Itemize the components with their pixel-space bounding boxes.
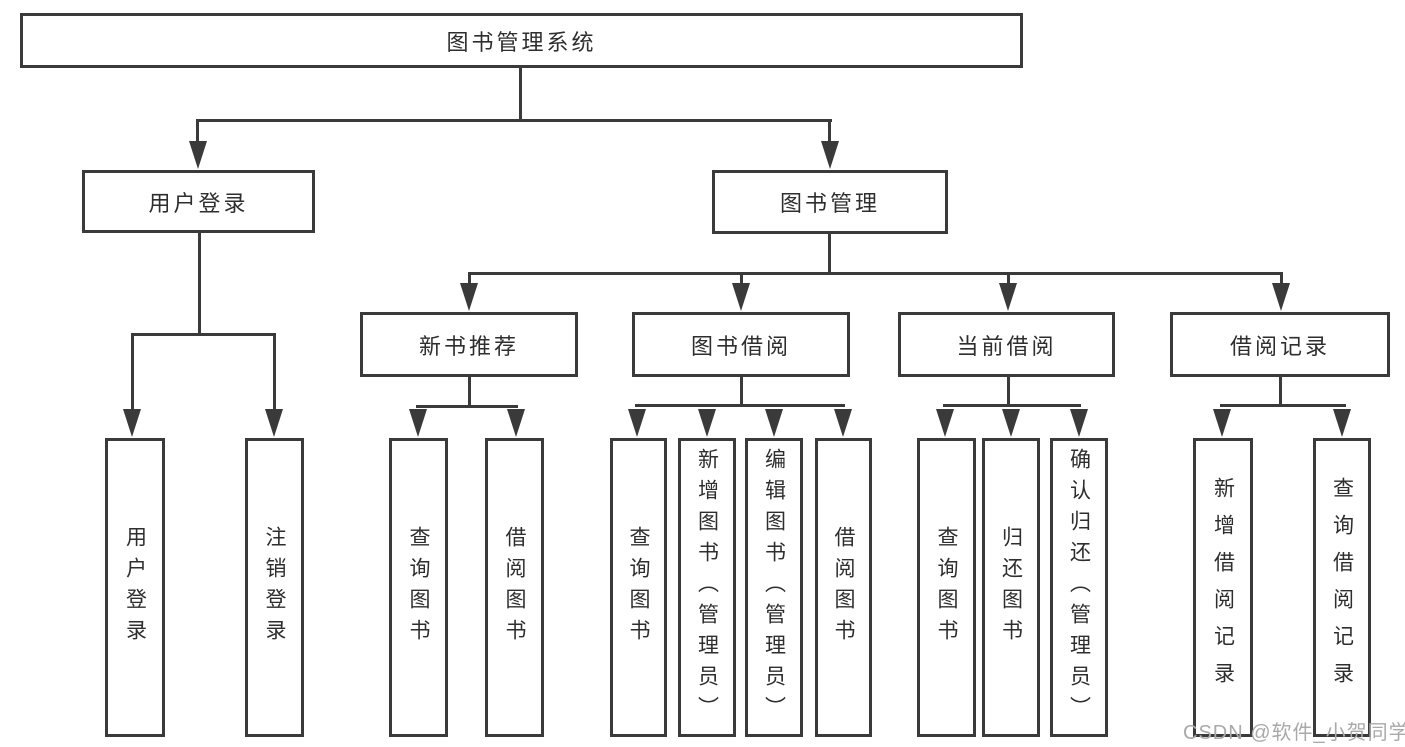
node-new-book: 新书推荐 xyxy=(360,312,578,377)
arrowhead-user-login-icon xyxy=(189,141,207,169)
arrowhead-cb-return-icon xyxy=(1002,409,1020,437)
connector-userlogin-drop-left xyxy=(131,333,134,411)
node-leaf-br-add: 新增借阅记录 xyxy=(1193,438,1253,737)
node-leaf-br-query: 查询借阅记录 xyxy=(1313,438,1371,737)
arrowhead-new-book-icon xyxy=(460,283,478,311)
arrowhead-br-query-icon xyxy=(1333,409,1351,437)
node-leaf-bb-add: 新增图书（管理员） xyxy=(678,438,736,737)
arrowhead-cb-confirm-icon xyxy=(1070,409,1088,437)
connector-newbook-bar xyxy=(416,405,518,408)
arrowhead-br-add-icon xyxy=(1213,409,1231,437)
connector-borrowrecord-stem xyxy=(1279,377,1282,407)
connector-borrowrecord-bar xyxy=(1220,404,1346,407)
arrowhead-book-borrow-icon xyxy=(732,283,750,311)
node-leaf-bb-borrow: 借阅图书 xyxy=(815,438,872,737)
node-leaf-cb-return: 归还图书 xyxy=(982,438,1040,737)
node-leaf-bb-edit: 编辑图书（管理员） xyxy=(745,438,803,737)
connector-root-bar xyxy=(196,119,832,122)
watermark: CSDN @软件_小贺同学 xyxy=(1183,722,1405,744)
connector-userlogin-bar xyxy=(131,333,276,336)
connector-currentborrow-stem xyxy=(1007,377,1010,407)
arrowhead-bb-add-icon xyxy=(698,409,716,437)
arrowhead-bb-borrow-icon xyxy=(834,409,852,437)
connector-bookborrow-stem xyxy=(740,377,743,407)
node-leaf-nb-borrow: 借阅图书 xyxy=(485,438,544,737)
connector-bookmgmt-stem xyxy=(828,234,831,275)
arrowhead-cb-query-icon xyxy=(936,409,954,437)
connector-currentborrow-bar xyxy=(943,404,1081,407)
arrowhead-borrow-record-icon xyxy=(1272,283,1290,311)
node-leaf-cb-query: 查询图书 xyxy=(917,438,976,737)
connector-userlogin-stem xyxy=(198,233,201,336)
node-borrow-record: 借阅记录 xyxy=(1170,312,1390,377)
node-leaf-bb-query: 查询图书 xyxy=(610,438,667,737)
arrowhead-book-mgmt-icon xyxy=(821,141,839,169)
connector-userlogin-drop-right xyxy=(273,333,276,411)
connector-bookmgmt-drop-1 xyxy=(468,272,471,286)
node-book-borrow: 图书借阅 xyxy=(632,312,850,377)
connector-bookmgmt-drop-4 xyxy=(1280,272,1283,286)
node-leaf-cb-confirm: 确认归还（管理员） xyxy=(1050,438,1108,737)
node-root: 图书管理系统 xyxy=(20,13,1023,68)
connector-newbook-stem xyxy=(468,377,471,408)
connector-root-stem xyxy=(519,66,522,122)
connector-root-drop-left xyxy=(196,119,199,147)
node-user-login: 用户登录 xyxy=(82,170,315,233)
arrowhead-nb-borrow-icon xyxy=(507,409,525,437)
node-current-borrow: 当前借阅 xyxy=(898,312,1115,377)
arrowhead-leaf-logout-icon xyxy=(265,409,283,437)
node-leaf-nb-query: 查询图书 xyxy=(389,438,448,737)
arrowhead-bb-query-icon xyxy=(628,409,646,437)
connector-bookborrow-bar xyxy=(635,404,845,407)
connector-bookmgmt-bar xyxy=(468,272,1282,275)
arrowhead-current-borrow-icon xyxy=(999,283,1017,311)
connector-root-drop-right xyxy=(828,119,831,147)
arrowhead-bb-edit-icon xyxy=(765,409,783,437)
node-book-mgmt: 图书管理 xyxy=(712,170,948,234)
node-leaf-user-login: 用户登录 xyxy=(105,438,165,737)
connector-bookmgmt-drop-3 xyxy=(1007,272,1010,286)
connector-bookmgmt-drop-2 xyxy=(740,272,743,286)
arrowhead-leaf-user-login-icon xyxy=(123,409,141,437)
arrowhead-nb-query-icon xyxy=(409,409,427,437)
node-leaf-logout: 注销登录 xyxy=(245,438,304,737)
